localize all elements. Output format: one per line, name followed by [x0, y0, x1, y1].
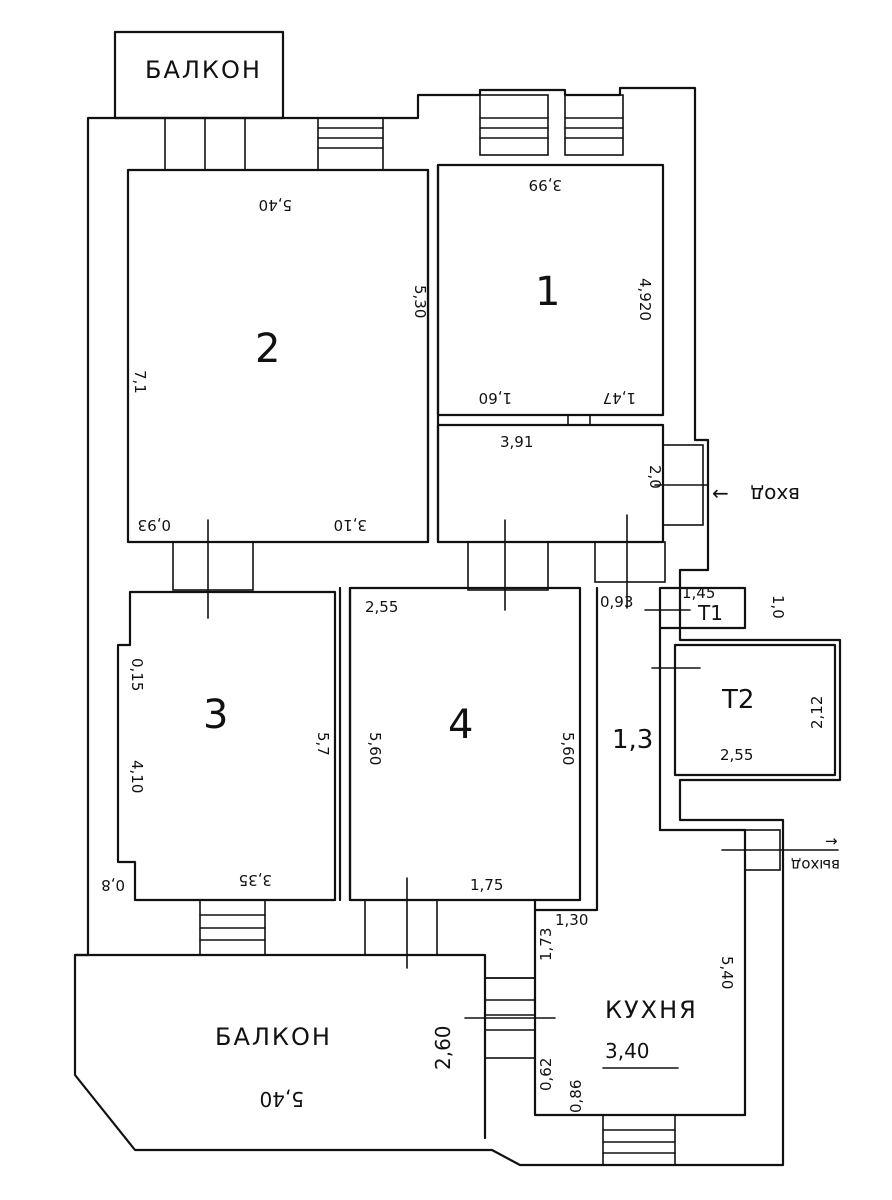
dim-r4-left: 5,60 [366, 732, 384, 765]
top-windows [164, 94, 624, 171]
dim-t1-width: 1,45 [682, 584, 715, 602]
dim-r1-height: 4,920 [636, 278, 654, 321]
dim-kitchen-small-a: 0,62 [537, 1058, 555, 1091]
room-1-label: 1 [535, 269, 560, 315]
dim-r1-width: 3,99 [529, 176, 562, 194]
dim-r4-right: 5,60 [559, 732, 577, 765]
dim-r3-top-left: 0,15 [128, 658, 146, 691]
dim-hall-side: 2,0 [646, 465, 664, 489]
dim-hall-width: 3,91 [500, 433, 533, 451]
room-t1-label: T1 [697, 601, 723, 625]
room-4 [348, 586, 582, 902]
dim-t2-width: 2,55 [720, 746, 753, 764]
room-3 [116, 590, 337, 902]
dim-corridor: 1,3 [612, 725, 653, 755]
dim-kitchen-top-left: 1,73 [537, 928, 555, 961]
dim-balcony-height: 2,60 [431, 1025, 455, 1070]
dim-r3-right: 5,7 [314, 732, 332, 756]
dim-r3-bottom-left: 0,8 [101, 876, 125, 894]
room-t1 [658, 586, 747, 630]
room-4-label: 4 [448, 702, 473, 748]
hall [436, 423, 665, 544]
main-entrance-label: вход [750, 483, 800, 507]
main-entrance: ← вход [654, 444, 800, 526]
dim-t1-side: 1,0 [769, 595, 787, 619]
dim-kitchen-top: 1,30 [555, 911, 588, 929]
dim-r1-inner-b: 1,47 [603, 389, 636, 407]
entrance-arrow-icon: ← [712, 481, 729, 505]
kitchen-exit: → выход [721, 829, 840, 874]
kitchen-label: КУХНЯ [605, 996, 698, 1024]
room-t2 [673, 643, 837, 777]
dim-r1-inner-a: 1,60 [479, 389, 512, 407]
doors-middle [172, 519, 666, 619]
dim-r3-left: 4,10 [128, 760, 146, 793]
dim-kitchen-right: 5,40 [718, 956, 736, 989]
dim-kitchen-width: 3,40 [605, 1039, 650, 1063]
dim-r3-bottom: 3,35 [239, 871, 272, 889]
dim-kitchen-small-b: 0,86 [567, 1080, 585, 1113]
room-2-label: 2 [255, 326, 280, 372]
kitchen-exit-label: выход [791, 856, 840, 874]
balcony-bottom-label: БАЛКОН [215, 1023, 332, 1051]
dim-r2-width: 5,40 [259, 196, 292, 214]
dim-corridor-top: 0,93 [600, 593, 633, 611]
dim-r2-height: 5,30 [411, 285, 429, 318]
dim-r4-top: 2,55 [365, 598, 398, 616]
dim-t2-height: 2,12 [808, 696, 826, 729]
dim-balcony-length: 5,40 [259, 1087, 304, 1111]
room-1 [436, 163, 665, 417]
kitchen-window [602, 1114, 676, 1166]
balcony-bottom [73, 953, 487, 1140]
dim-r2-bottom-left: 0,93 [138, 516, 171, 534]
dim-r2-left: 7,1 [131, 370, 149, 394]
room-t2-label: T2 [721, 685, 754, 715]
room-3-label: 3 [203, 692, 228, 738]
balcony-top-label: БАЛКОН [145, 56, 262, 84]
dim-r4-bottom: 1,75 [470, 876, 503, 894]
dim-r2-bottom: 3,10 [334, 516, 367, 534]
outer-wall [73, 86, 842, 1167]
exit-arrow-icon: → [825, 832, 838, 850]
